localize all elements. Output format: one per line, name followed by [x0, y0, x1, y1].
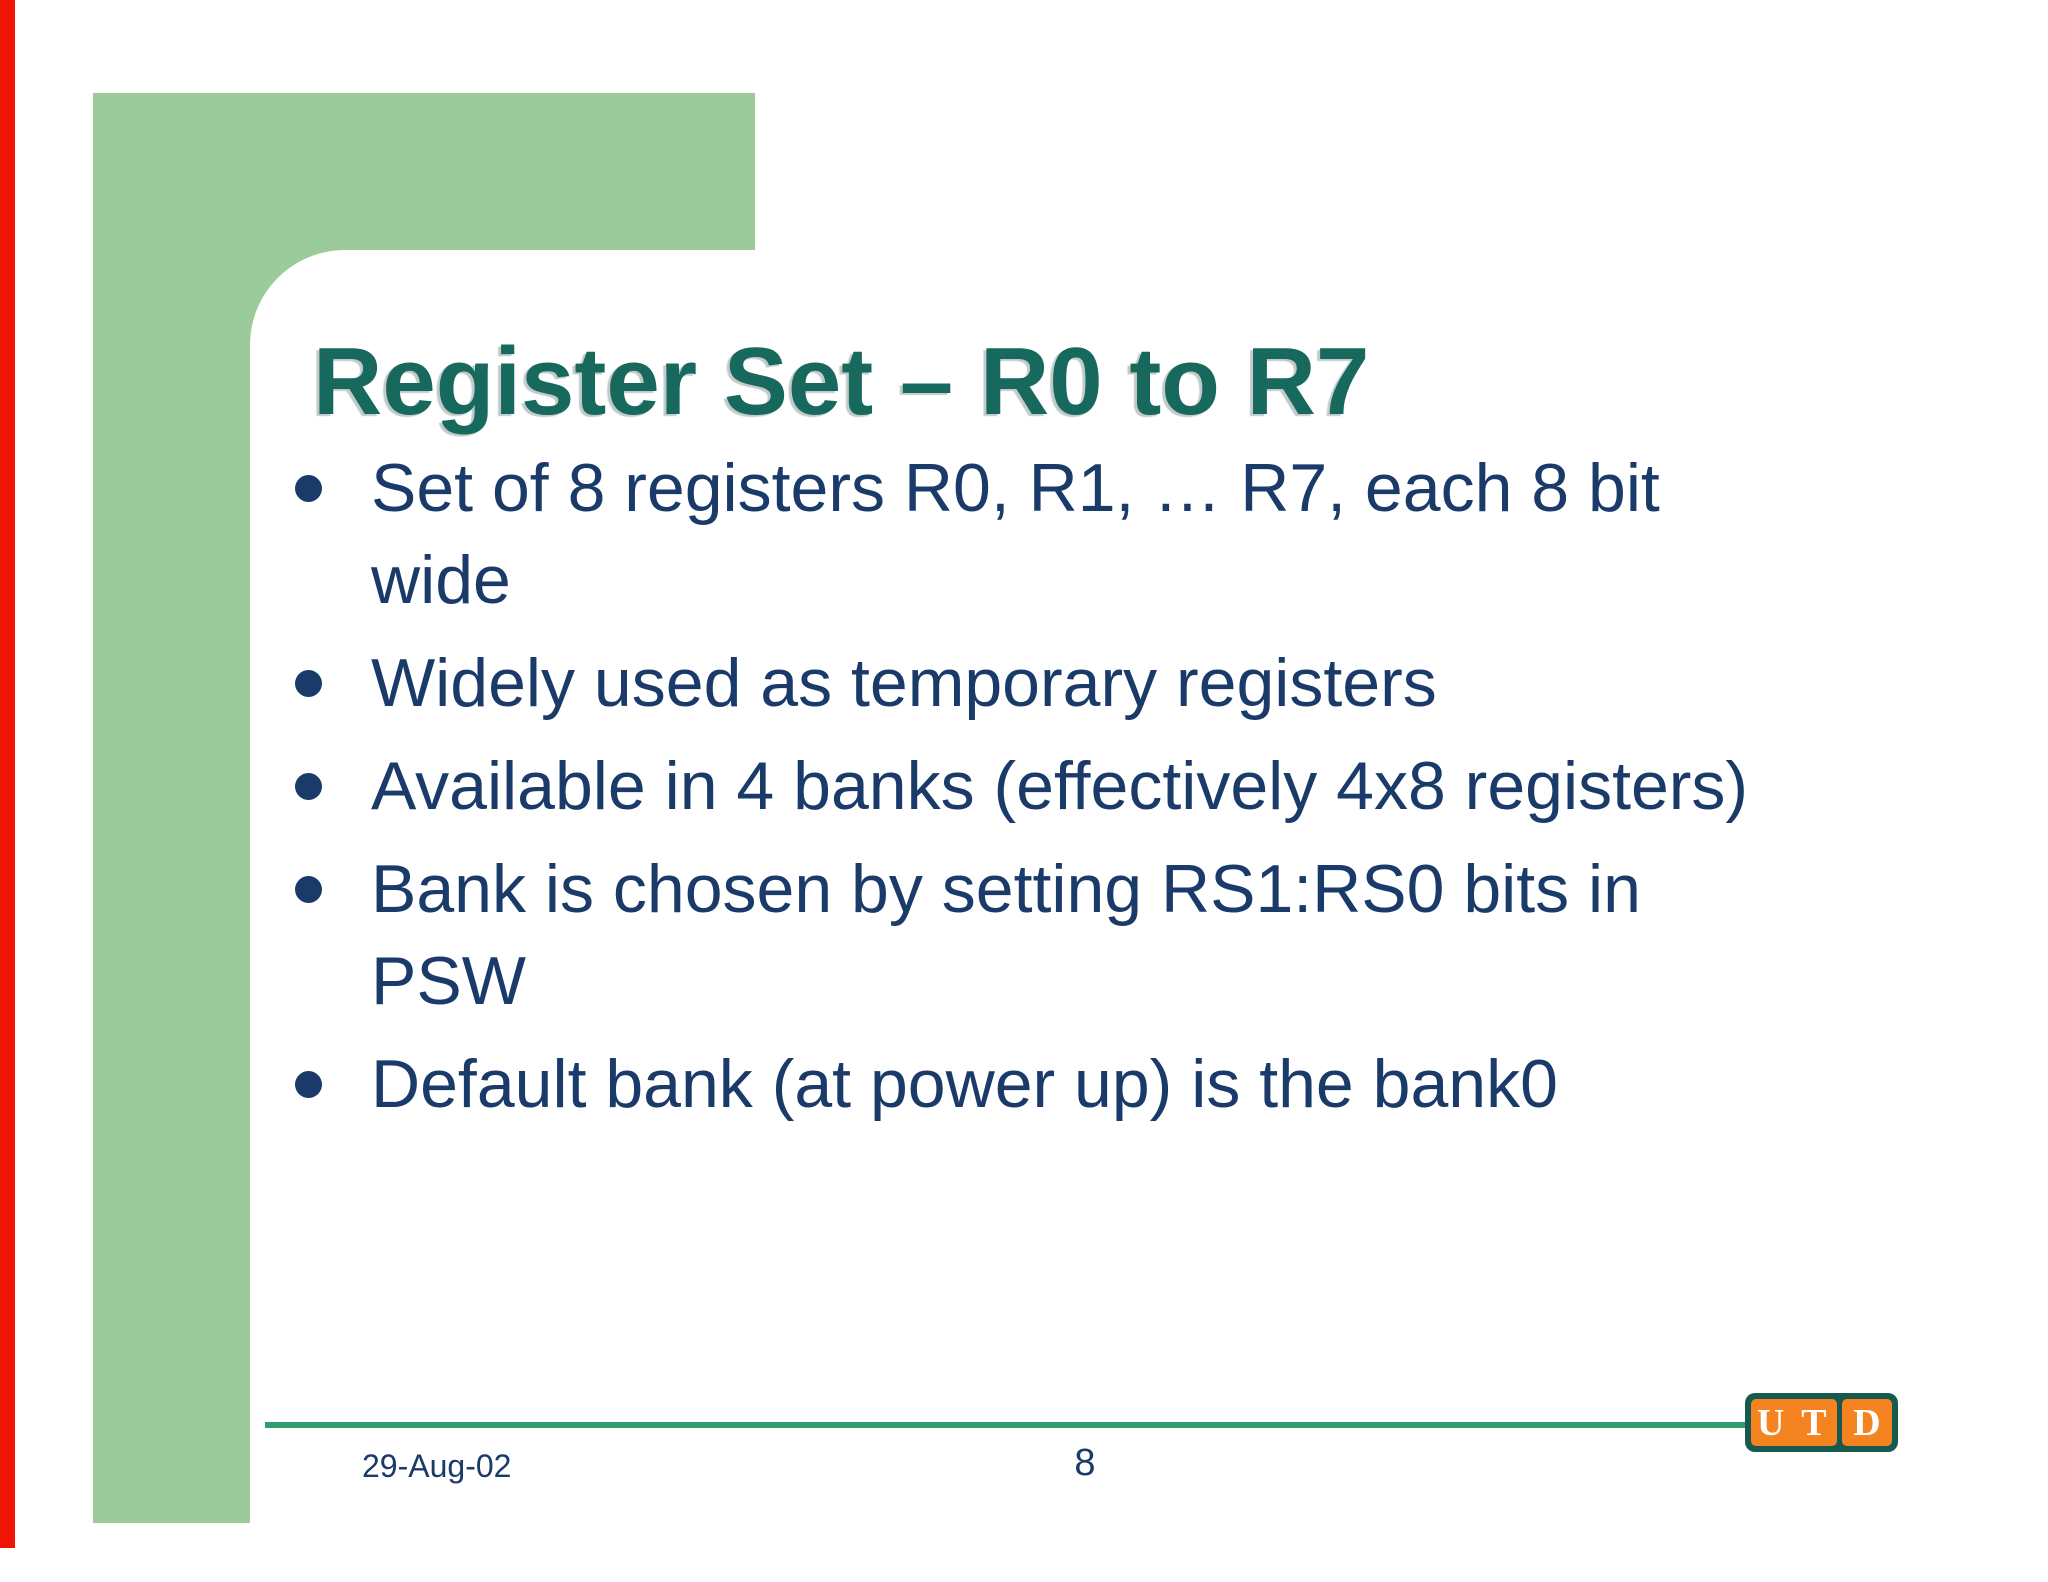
bullet-text-line: Widely used as temporary registers [371, 645, 1437, 721]
bullet-text-line: Set of 8 registers R0, R1, … R7, each 8 … [371, 450, 1660, 526]
bullet-dot-icon [295, 773, 322, 800]
list-item: Widely used as temporary registers [293, 637, 1748, 729]
footer-divider-line [265, 1422, 1745, 1428]
slide-title: Register Set – R0 to R7 [313, 328, 1370, 436]
bullet-text-line: Bank is chosen by setting RS1:RS0 bits i… [371, 851, 1641, 927]
content-panel [250, 250, 2048, 1582]
bullet-text-line: wide [371, 542, 511, 618]
list-item: Set of 8 registers R0, R1, … R7, each 8 … [293, 442, 1748, 626]
page-number: 8 [1074, 1442, 1096, 1484]
utd-logo-d-block: D [1841, 1399, 1892, 1446]
left-red-accent-bar [0, 0, 15, 1548]
bullet-text-line: PSW [371, 943, 526, 1019]
bullet-dot-icon [295, 670, 322, 697]
utd-logo: U T D [1745, 1393, 1898, 1452]
list-item: Available in 4 banks (effectively 4x8 re… [293, 740, 1748, 832]
list-item: Bank is chosen by setting RS1:RS0 bits i… [293, 843, 1748, 1027]
bullet-dot-icon [295, 876, 322, 903]
bullet-text-line: Default bank (at power up) is the bank0 [371, 1046, 1558, 1122]
bullet-list: Set of 8 registers R0, R1, … R7, each 8 … [293, 442, 1748, 1141]
bullet-dot-icon [295, 1071, 322, 1098]
bullet-dot-icon [295, 475, 322, 502]
list-item: Default bank (at power up) is the bank0 [293, 1038, 1748, 1130]
utd-logo-ut-block: U T [1751, 1399, 1837, 1446]
footer-date: 29-Aug-02 [362, 1448, 512, 1484]
bullet-text-line: Available in 4 banks (effectively 4x8 re… [371, 748, 1749, 824]
